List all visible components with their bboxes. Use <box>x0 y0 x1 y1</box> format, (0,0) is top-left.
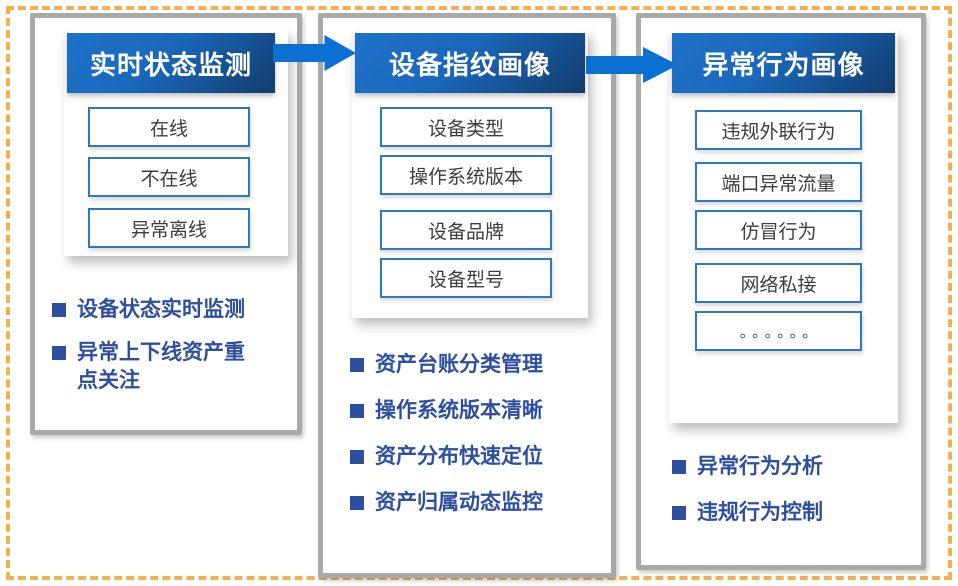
square-bullet-icon <box>672 460 686 474</box>
bullet-item: 设备状态实时监测 <box>52 296 280 324</box>
panel-device-fingerprint-header: 设备指纹画像 <box>355 33 585 93</box>
box-private-network-connection-label: 网络私接 <box>740 274 817 296</box>
bullet-item: 违规行为控制 <box>672 499 912 527</box>
box-private-network-connection: 网络私接 <box>695 263 862 303</box>
box-port-abnormal-traffic-label: 端口异常流量 <box>721 173 836 195</box>
panel-abnormal-behavior-header: 异常行为画像 <box>672 33 895 93</box>
box-offline-label: 不在线 <box>140 168 198 190</box>
box-online-label: 在线 <box>149 118 188 140</box>
panel-abnormal-behavior: 异常行为画像 违规外联行为 端口异常流量 仿冒行为 网络私接 。。。。。。 异常… <box>636 13 926 570</box>
box-counterfeit-behavior-label: 仿冒行为 <box>740 221 817 243</box>
flow-arrow-2-icon <box>586 47 678 83</box>
box-illegal-outreach: 违规外联行为 <box>695 110 862 150</box>
panel-abnormal-behavior-bullets: 异常行为分析 违规行为控制 <box>672 453 912 545</box>
bullet-text: 设备状态实时监测 <box>77 298 245 321</box>
box-ellipsis: 。。。。。。 <box>695 311 862 351</box>
bullet-item: 异常行为分析 <box>672 453 912 481</box>
panel-realtime-status-title: 实时状态监测 <box>89 49 252 80</box>
box-os-version-label: 操作系统版本 <box>408 166 523 188</box>
box-device-brand: 设备品牌 <box>380 210 552 250</box>
bullet-text: 异常行为分析 <box>697 455 823 478</box>
bullet-text: 资产分布快速定位 <box>375 445 543 468</box>
bullet-text: 资产归属动态监控 <box>375 491 543 514</box>
box-device-model: 设备型号 <box>380 258 552 298</box>
panel-device-fingerprint-title: 设备指纹画像 <box>388 49 551 80</box>
bullet-item: 资产归属动态监控 <box>350 489 600 517</box>
box-illegal-outreach-label: 违规外联行为 <box>721 121 836 143</box>
bullet-text: 异常上下线资产重点关注 <box>77 341 245 392</box>
box-counterfeit-behavior: 仿冒行为 <box>695 210 862 250</box>
bullet-item: 操作系统版本清晰 <box>350 397 600 425</box>
square-bullet-icon <box>52 346 66 360</box>
square-bullet-icon <box>350 450 364 464</box>
box-abnormal-offline: 异常离线 <box>88 208 250 248</box>
bullet-text: 违规行为控制 <box>697 501 823 524</box>
bullet-text: 资产台账分类管理 <box>375 353 543 376</box>
panel-device-fingerprint: 设备指纹画像 设备类型 操作系统版本 设备品牌 设备型号 资产台账分类管理 操作… <box>318 13 616 578</box>
square-bullet-icon <box>350 358 364 372</box>
flow-arrow-1-icon <box>273 35 356 71</box>
box-online: 在线 <box>88 107 250 147</box>
box-device-type: 设备类型 <box>380 107 552 147</box>
box-abnormal-offline-label: 异常离线 <box>130 219 207 241</box>
bullet-text: 操作系统版本清晰 <box>375 399 543 422</box>
panel-realtime-status-bullets: 设备状态实时监测 异常上下线资产重点关注 <box>52 296 280 410</box>
panel-realtime-status-header: 实时状态监测 <box>67 33 275 93</box>
box-device-brand-label: 设备品牌 <box>427 221 504 243</box>
box-offline: 不在线 <box>88 157 250 197</box>
box-os-version: 操作系统版本 <box>380 155 552 195</box>
square-bullet-icon <box>350 496 364 510</box>
box-device-model-label: 设备型号 <box>427 269 504 291</box>
bullet-item: 资产台账分类管理 <box>350 351 600 379</box>
panel-abnormal-behavior-title: 异常行为画像 <box>702 49 865 80</box>
bullet-item: 异常上下线资产重点关注 <box>52 339 280 395</box>
square-bullet-icon <box>52 303 66 317</box>
panel-realtime-status: 实时状态监测 在线 不在线 异常离线 设备状态实时监测 异常上下线资产重点关注 <box>30 13 302 435</box>
box-port-abnormal-traffic: 端口异常流量 <box>695 162 862 202</box>
ellipsis-dots: 。。。。。。 <box>739 323 823 341</box>
box-device-type-label: 设备类型 <box>427 118 504 140</box>
bullet-item: 资产分布快速定位 <box>350 443 600 471</box>
square-bullet-icon <box>350 404 364 418</box>
square-bullet-icon <box>672 506 686 520</box>
panel-device-fingerprint-bullets: 资产台账分类管理 操作系统版本清晰 资产分布快速定位 资产归属动态监控 <box>350 351 600 535</box>
